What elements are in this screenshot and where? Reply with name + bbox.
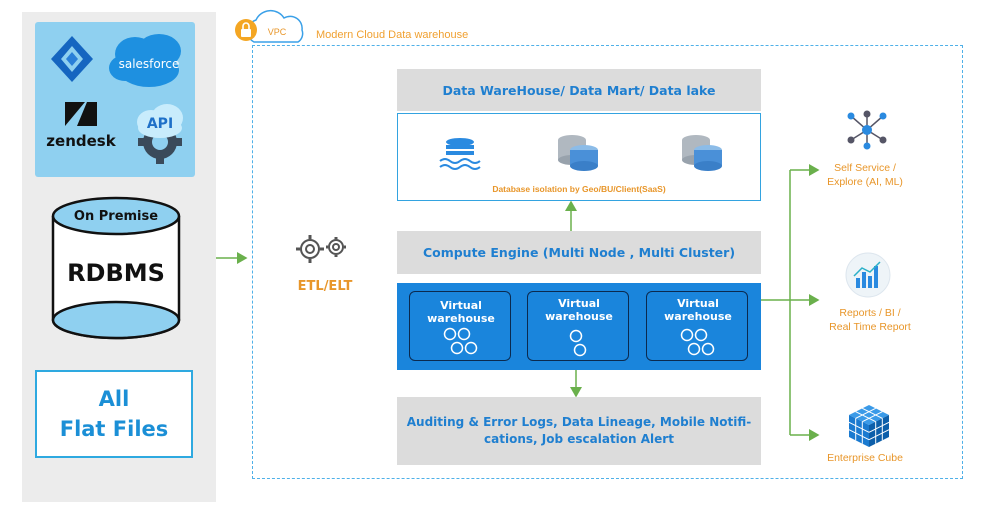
data-warehouse-bar: Data WareHouse/ Data Mart/ Data lake bbox=[397, 69, 761, 111]
nodes-icon bbox=[680, 328, 715, 356]
reports-bi-label: Reports / BI / Real Time Report bbox=[829, 307, 911, 333]
salesforce-logo-icon: salesforce bbox=[109, 34, 181, 87]
data-lake-icon bbox=[439, 138, 481, 170]
zendesk-text: zendesk bbox=[46, 132, 116, 150]
virtual-warehouse-label: Virtual warehouse bbox=[545, 297, 613, 323]
vpc-title: Modern Cloud Data warehouse bbox=[316, 29, 469, 41]
api-text: API bbox=[147, 116, 173, 132]
database-isolation-caption: Database isolation by Geo/BU/Client(SaaS… bbox=[492, 184, 666, 194]
database-isolation-box bbox=[397, 113, 761, 201]
saas-sources-box: salesforce zendesk API bbox=[35, 22, 195, 177]
flat-files-box: All Flat Files bbox=[35, 370, 193, 458]
nodes-icon bbox=[443, 327, 478, 355]
virtual-warehouse-label: Virtual warehouse bbox=[664, 297, 732, 323]
zendesk-logo-icon bbox=[65, 102, 97, 126]
rdbms-label: RDBMS bbox=[67, 259, 165, 287]
virtual-warehouse-label: Virtual warehouse bbox=[427, 299, 495, 325]
chart-icon bbox=[845, 252, 891, 298]
vpc-badge-text: VPC bbox=[268, 27, 287, 37]
database-stack-icon-1 bbox=[558, 135, 598, 171]
rdbms-cylinder-icon bbox=[51, 196, 181, 340]
jira-logo-icon bbox=[51, 36, 93, 82]
nodes-icon bbox=[569, 329, 587, 357]
on-premise-label: On Premise bbox=[73, 209, 159, 224]
network-icon bbox=[847, 110, 887, 150]
etl-elt-label: ETL/ELT bbox=[297, 279, 353, 294]
virtual-warehouse-card-2: Virtual warehouse bbox=[527, 291, 629, 361]
virtual-warehouse-card-1: Virtual warehouse bbox=[409, 291, 511, 361]
database-stack-icon-2 bbox=[682, 135, 722, 171]
compute-engine-bar: Compute Engine (Multi Node , Multi Clust… bbox=[397, 231, 761, 274]
self-service-label: Self Service / Explore (AI, ML) bbox=[827, 162, 903, 188]
cube-icon bbox=[848, 405, 890, 447]
vpc-cloud-icon: VPC bbox=[235, 9, 304, 43]
api-gear-icon: API bbox=[137, 104, 183, 164]
vpc-boundary bbox=[252, 45, 963, 479]
virtual-warehouse-card-3: Virtual warehouse bbox=[646, 291, 748, 361]
etl-gears-icon bbox=[296, 235, 346, 263]
auditing-bar: Auditing & Error Logs, Data Lineage, Mob… bbox=[397, 397, 761, 465]
enterprise-cube-label: Enterprise Cube bbox=[827, 452, 903, 464]
salesforce-text: salesforce bbox=[119, 57, 180, 71]
